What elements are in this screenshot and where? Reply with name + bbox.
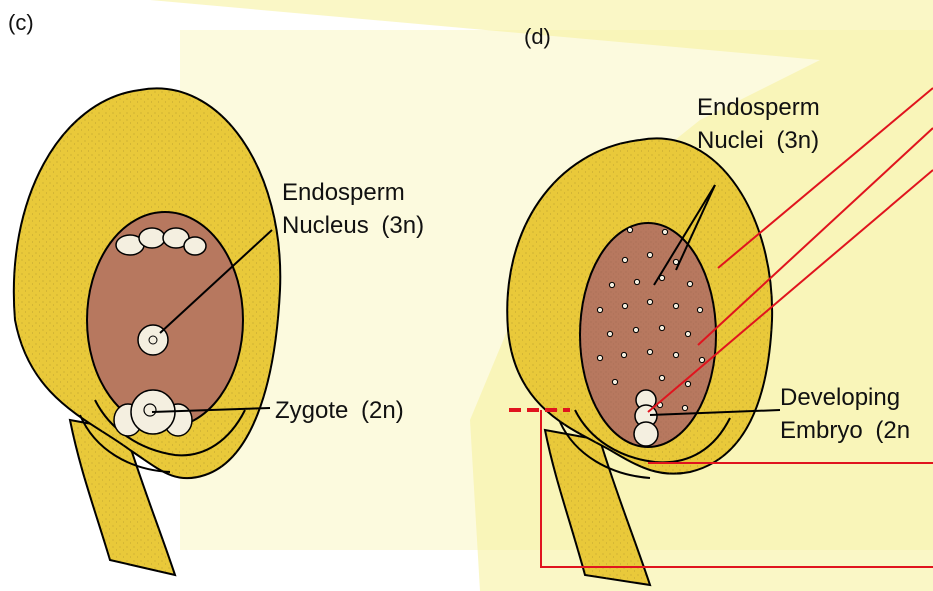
svg-text:Embryo (2n: Embryo (2n [780,417,910,444]
panel-c-zygote-label: Zygote [275,397,348,424]
panel-d-embryo-label-line2: Embryo [780,417,863,444]
panel-c-endosperm-label-line2: Nucleus [282,212,369,239]
svg-text:Zygote (2n): Zygote (2n) [275,397,404,424]
svg-text:Nuclei (3n): Nuclei (3n) [697,127,819,154]
panel-c-tag: (c) [8,10,34,35]
panel-d-nuclei-label-line1: Endosperm [697,94,820,121]
panel-d-embryo-label-line1: Developing [780,384,900,411]
panel-d-tag: (d) [524,24,551,49]
panel-c-zygote-ploidy: (2n) [361,397,404,424]
panel-d-developing-embryo [634,390,658,446]
panel-d-nuclei-label-line2: Nuclei [697,127,764,154]
panel-d-embryo-ploidy: (2n [875,417,910,444]
svg-text:Nucleus (3n): Nucleus (3n) [282,212,424,239]
panel-d-nuclei-ploidy: (3n) [776,127,819,154]
panel-c-endosperm-ploidy: (3n) [381,212,424,239]
panel-c-endosperm-label-line1: Endosperm [282,179,405,206]
